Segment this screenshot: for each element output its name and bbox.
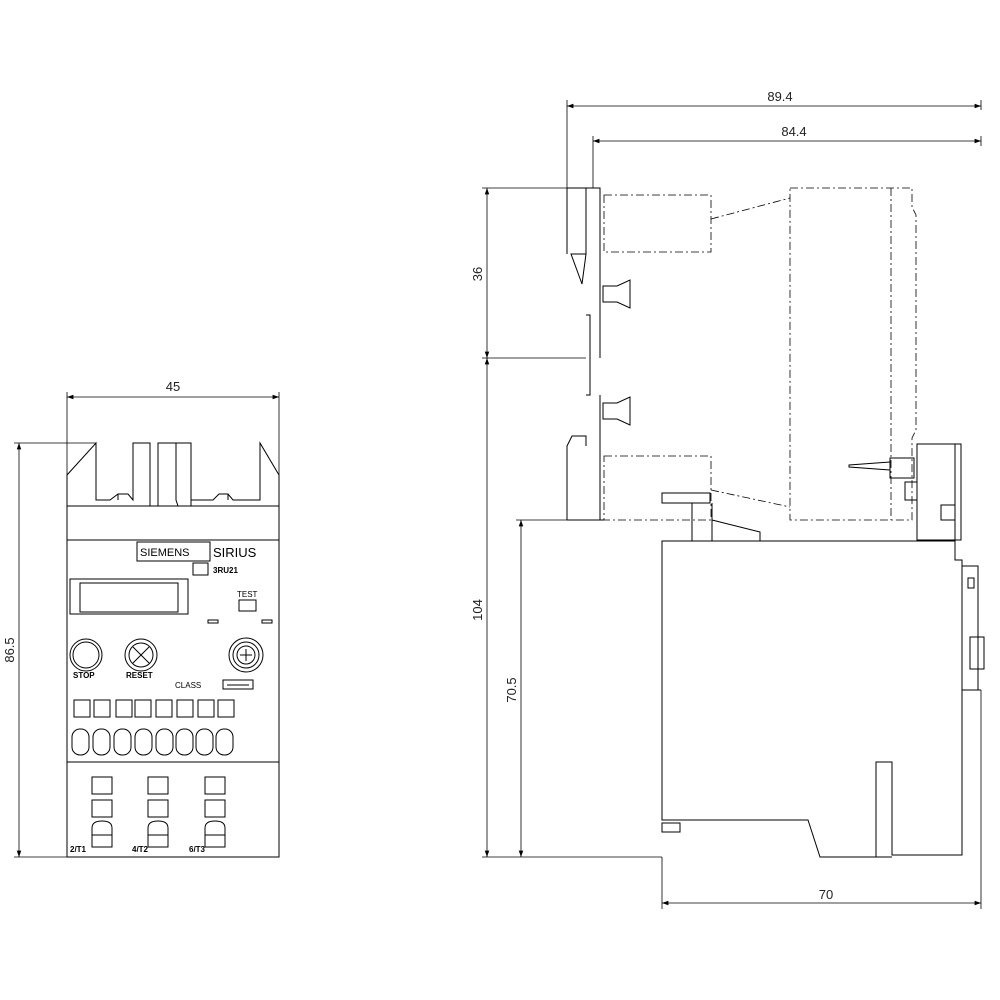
test-label: TEST [237, 590, 258, 599]
model-box [192, 562, 209, 576]
setting-dial-icon [228, 637, 264, 673]
brand-plate [136, 541, 211, 562]
dimension-bottom-depth: 70 [661, 690, 982, 909]
terminal-label-2-t1: 2/T1 [70, 845, 87, 854]
main-terminals [91, 776, 226, 848]
terminal-label-6-t3: 6/T3 [189, 845, 206, 854]
dimension-front-height: 86.5 [2, 442, 96, 858]
dimension-lower-height: 70.5 [504, 519, 567, 857]
relay-body [661, 443, 985, 858]
dim-label-70: 70 [819, 887, 833, 902]
dim-label-84-4: 84.4 [781, 124, 806, 139]
side-view: 89.4 84.4 36 104 70.5 [470, 89, 985, 909]
model-label: 3RU21 [213, 566, 238, 575]
class-selector [222, 679, 254, 690]
class-label: CLASS [175, 681, 201, 690]
dim-label-36: 36 [470, 267, 485, 281]
terminal-label-4-t2: 4/T2 [132, 845, 149, 854]
dim-label-86-5: 86.5 [2, 637, 17, 662]
led-left [207, 619, 219, 624]
brand-sirius: SIRIUS [213, 545, 257, 560]
test-button [238, 599, 257, 612]
terminal-screws [71, 728, 234, 756]
dimension-body-depth: 84.4 [592, 124, 982, 188]
dim-label-70-5: 70.5 [504, 677, 519, 702]
dimension-overall-depth: 89.4 [566, 89, 982, 188]
dimension-total-height: 104 [470, 358, 662, 858]
front-view: 45 86.5 SIEMENS SIRIUS 3RU21 [2, 379, 280, 858]
dim-label-89-4: 89.4 [767, 89, 792, 104]
front-heatsink [66, 441, 280, 507]
reset-label: RESET [126, 671, 153, 680]
contactor-outline [566, 187, 917, 521]
stop-button [69, 638, 103, 672]
dim-label-45: 45 [166, 379, 180, 394]
led-right [261, 619, 273, 624]
dimension-front-width: 45 [66, 379, 280, 505]
display-window [69, 578, 189, 615]
dim-label-104: 104 [470, 599, 485, 621]
brand-siemens: SIEMENS [140, 547, 190, 559]
stop-label: STOP [73, 671, 95, 680]
front-body [66, 505, 280, 858]
dimension-mount-height: 36 [470, 187, 586, 359]
reset-button [124, 638, 158, 672]
terminal-squares [73, 699, 235, 718]
